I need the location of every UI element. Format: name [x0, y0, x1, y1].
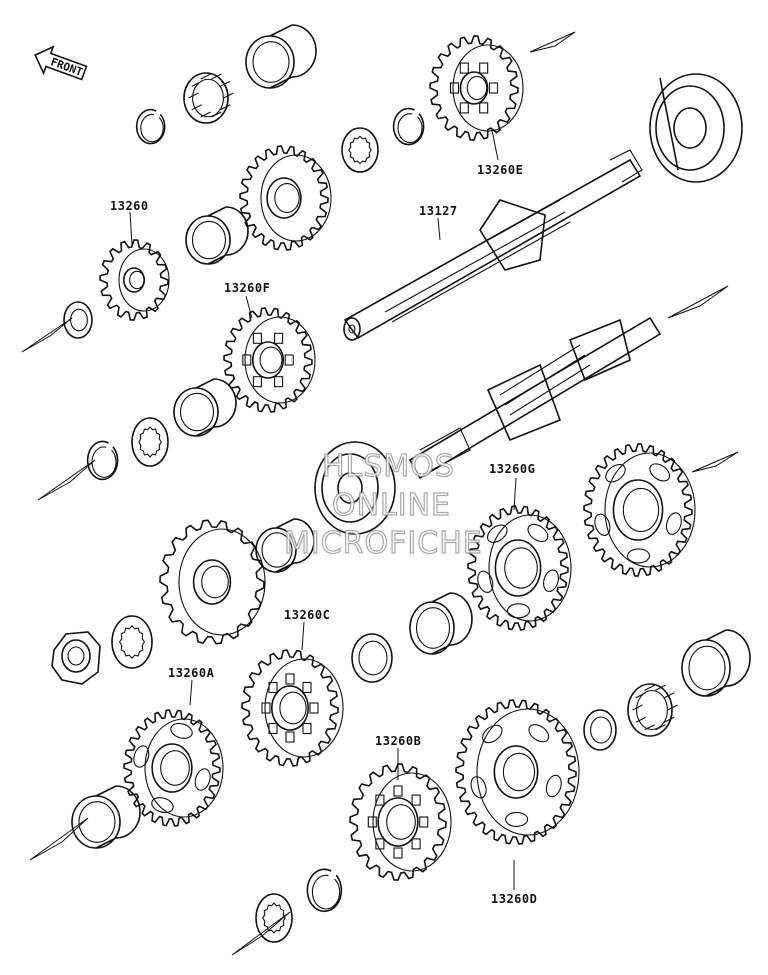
callout-labels: 13260E 13127 13260 13260F 13260G 13260C … — [110, 163, 537, 906]
bushing-center-low — [409, 592, 473, 655]
shaft-axis-lines — [21, 31, 739, 956]
callout-13260B: 13260B — [375, 734, 421, 748]
gear-13260D — [455, 699, 580, 845]
bushing-low-left — [71, 785, 141, 849]
shaft-locknut — [51, 631, 101, 685]
circlip-top-left — [135, 108, 166, 145]
gear-13260B — [349, 763, 452, 881]
watermark: HLSMOS ONLINE MICROFICHE — [283, 448, 483, 561]
ball-bearing-mid — [314, 441, 396, 535]
circlip-mid — [86, 440, 119, 481]
spline-washer-bottom — [255, 893, 293, 943]
front-arrow-icon: FRONT — [34, 45, 88, 81]
parts-layer — [63, 24, 751, 943]
gear-13260F — [223, 307, 316, 413]
collar-top — [245, 24, 317, 89]
spline-washer-mid — [131, 417, 169, 467]
drive-shaft — [408, 316, 662, 480]
circlip-low — [306, 868, 343, 913]
spline-washer-low — [111, 615, 153, 669]
callout-leaders — [129, 129, 517, 890]
bushing-center — [255, 518, 315, 573]
gear-13260A — [123, 709, 224, 827]
circlip-top-right — [392, 107, 425, 146]
gear-13260G — [467, 505, 572, 631]
gear-top-mid — [239, 145, 332, 251]
callout-13260C: 13260C — [284, 608, 330, 622]
callout-13260D: 13260D — [491, 892, 537, 906]
washer-center — [351, 633, 393, 683]
gear-13260E — [429, 35, 524, 141]
bushing-left-top — [185, 206, 249, 265]
watermark-line3: MICROFICHE — [284, 526, 483, 561]
needle-bearing-low — [627, 683, 678, 737]
needle-bearing-top — [183, 72, 234, 124]
watermark-line2: ONLINE — [332, 488, 451, 523]
ball-bearing-top — [649, 73, 743, 183]
gear-13260C — [241, 649, 344, 767]
gear-13260 — [99, 239, 170, 321]
spline-washer-top — [341, 127, 379, 173]
washer-low-right — [583, 709, 617, 751]
callout-13260F: 13260F — [224, 281, 270, 295]
callout-13127: 13127 — [419, 204, 458, 218]
watermark-line1: HLSMOS — [322, 449, 455, 484]
main-shaft — [343, 149, 643, 341]
callout-13260E: 13260E — [477, 163, 523, 177]
callout-13260: 13260 — [110, 199, 149, 213]
gear-right-large — [583, 443, 696, 577]
sprocket-output — [159, 519, 266, 645]
collar-low-right — [681, 629, 751, 697]
callout-13260A: 13260A — [168, 666, 215, 680]
bushing-mid-left — [173, 378, 237, 437]
callout-13260G: 13260G — [489, 462, 535, 476]
washer-left-top — [63, 301, 93, 339]
